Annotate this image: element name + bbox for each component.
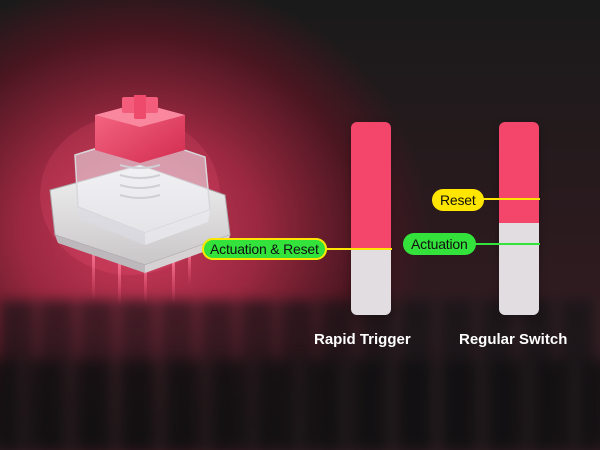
mechanical-switch-icon [40, 91, 240, 305]
regular-switch-caption: Regular Switch [459, 331, 568, 348]
rapid-trigger-pressed-segment [351, 122, 391, 249]
regular-switch-travel-bar [499, 122, 539, 315]
rapid-trigger-remaining-segment [351, 249, 391, 315]
rapid-actuation-reset-line [270, 248, 392, 250]
rapid-actuation-reset-label: Actuation & Reset [202, 238, 327, 260]
regular-reset-line [470, 198, 540, 200]
regular-switch-remaining-segment [499, 223, 539, 315]
regular-actuation-line [470, 243, 540, 245]
keyboard-background-near [0, 360, 600, 450]
rapid-trigger-travel-bar [351, 122, 391, 315]
regular-switch-pressed-segment [499, 122, 539, 223]
rapid-trigger-caption: Rapid Trigger [314, 331, 411, 348]
regular-reset-label: Reset [432, 189, 484, 211]
regular-actuation-label: Actuation [403, 233, 476, 255]
